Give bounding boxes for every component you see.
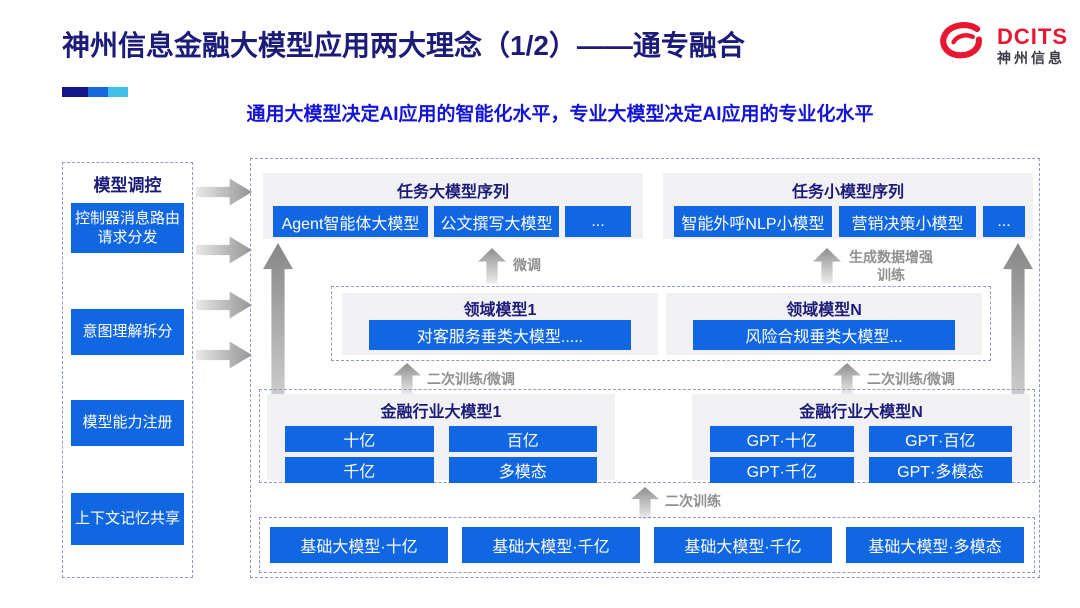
arrow-label-secondary-left: 二次训练/微调 — [427, 371, 515, 387]
model-chip-10b: 百亿 — [448, 426, 597, 452]
diagram-panel: 任务大模型序列 Agent智能体大模型 公文撰写大模型 ... 任务小模型序列 … — [250, 158, 1040, 578]
page-title: 神州信息金融大模型应用两大理念（1/2）——通专融合 — [62, 30, 745, 61]
sidebar-item-intent-split: 意图理解拆分 — [71, 309, 184, 355]
domain-models-box: 领域模型1 对客服务垂类大模型..... 领域模型N 风险合规垂类大模型... — [331, 286, 991, 361]
arrow-label-secondary-right: 二次训练/微调 — [867, 371, 955, 387]
task-large-model-group: 任务大模型序列 Agent智能体大模型 公文撰写大模型 ... — [263, 173, 643, 239]
arrow-label-finetune: 微调 — [513, 257, 541, 273]
dcits-logo: DCITS 神州信息 — [936, 20, 1068, 71]
title-accent-bar — [62, 87, 128, 97]
logo-brand-text: DCITS — [997, 23, 1068, 49]
up-arrow-icon — [478, 248, 506, 284]
up-arrow-icon — [813, 248, 841, 284]
domain-model-group-1: 领域模型1 对客服务垂类大模型..... — [342, 293, 658, 355]
group-title: 领域模型N — [786, 302, 862, 319]
group-title: 任务小模型序列 — [791, 184, 904, 201]
right-arrow-icon — [196, 236, 252, 264]
arrow-label-gen-data: 生成数据增强训练 — [849, 249, 933, 283]
model-chip-marketing-decision: 营销决策小模型 — [839, 206, 976, 237]
model-chip-multimodal: 多模态 — [448, 457, 597, 483]
arrow-label-retrain: 二次训练 — [665, 493, 721, 509]
model-control-panel: 模型调控 控制器消息路由请求分发 意图理解拆分 模型能力注册 上下文记忆共享 — [62, 162, 193, 578]
right-arrow-icon — [196, 341, 252, 369]
model-chip-gpt-100b: GPT·千亿 — [710, 457, 854, 483]
group-title: 金融行业大模型1 — [380, 404, 502, 421]
industry-model-group-1: 金融行业大模型1 十亿 百亿 千亿 多模态 — [267, 394, 615, 483]
accent-segment — [88, 87, 108, 97]
sidebar-title: 模型调控 — [93, 176, 162, 195]
base-model-chip-1b: 基础大模型·十亿 — [270, 527, 448, 563]
logo-brand-cn-text: 神州信息 — [997, 49, 1065, 66]
sidebar-item-context-memory: 上下文记忆共享 — [71, 493, 184, 545]
model-chip-nlp-outbound: 智能外呼NLP小模型 — [674, 206, 832, 237]
model-chip-gpt-10b: GPT·百亿 — [868, 426, 1012, 452]
model-chip-100b: 千亿 — [285, 457, 434, 483]
group-title: 领域模型1 — [463, 302, 537, 319]
base-models-box: 基础大模型·十亿 基础大模型·千亿 基础大模型·千亿 基础大模型·多模态 — [259, 517, 1035, 573]
model-chip-more: ... — [983, 206, 1025, 237]
task-small-model-group: 任务小模型序列 智能外呼NLP小模型 营销决策小模型 ... — [663, 173, 1033, 239]
accent-segment — [62, 87, 88, 97]
right-arrow-icon — [196, 178, 252, 206]
industry-models-box: 金融行业大模型1 十亿 百亿 千亿 多模态 金融行业大模型N GPT·十亿 GP… — [259, 389, 1035, 483]
model-chip-1b: 十亿 — [285, 426, 434, 452]
base-model-chip-100b: 基础大模型·千亿 — [462, 527, 640, 563]
sidebar-item-message-routing: 控制器消息路由请求分发 — [71, 203, 184, 253]
up-arrow-icon — [631, 487, 659, 519]
base-model-chip-multimodal: 基础大模型·多模态 — [846, 527, 1024, 563]
dcits-swirl-icon — [936, 20, 992, 71]
slide-subtitle: 通用大模型决定AI应用的智能化水平，专业大模型决定AI应用的专业化水平 — [246, 104, 874, 125]
model-chip-gpt-1b: GPT·十亿 — [710, 426, 854, 452]
model-chip-more: ... — [565, 206, 631, 237]
model-chip-customer-service: 对客服务垂类大模型..... — [369, 320, 631, 350]
right-arrow-icon — [196, 291, 252, 319]
group-title: 金融行业大模型N — [799, 404, 923, 421]
base-model-chip-100b-2: 基础大模型·千亿 — [654, 527, 832, 563]
accent-segment — [108, 87, 128, 97]
industry-model-group-n: 金融行业大模型N GPT·十亿 GPT·百亿 GPT·千亿 GPT·多模态 — [692, 394, 1030, 483]
model-chip-agent: Agent智能体大模型 — [273, 206, 428, 237]
sidebar-item-capability-registry: 模型能力注册 — [71, 400, 184, 446]
group-title: 任务大模型序列 — [396, 184, 509, 201]
model-chip-document-writing: 公文撰写大模型 — [434, 206, 559, 237]
model-chip-gpt-multimodal: GPT·多模态 — [868, 457, 1012, 483]
model-chip-risk-compliance: 风险合规垂类大模型... — [693, 320, 955, 350]
domain-model-group-n: 领域模型N 风险合规垂类大模型... — [666, 293, 982, 355]
